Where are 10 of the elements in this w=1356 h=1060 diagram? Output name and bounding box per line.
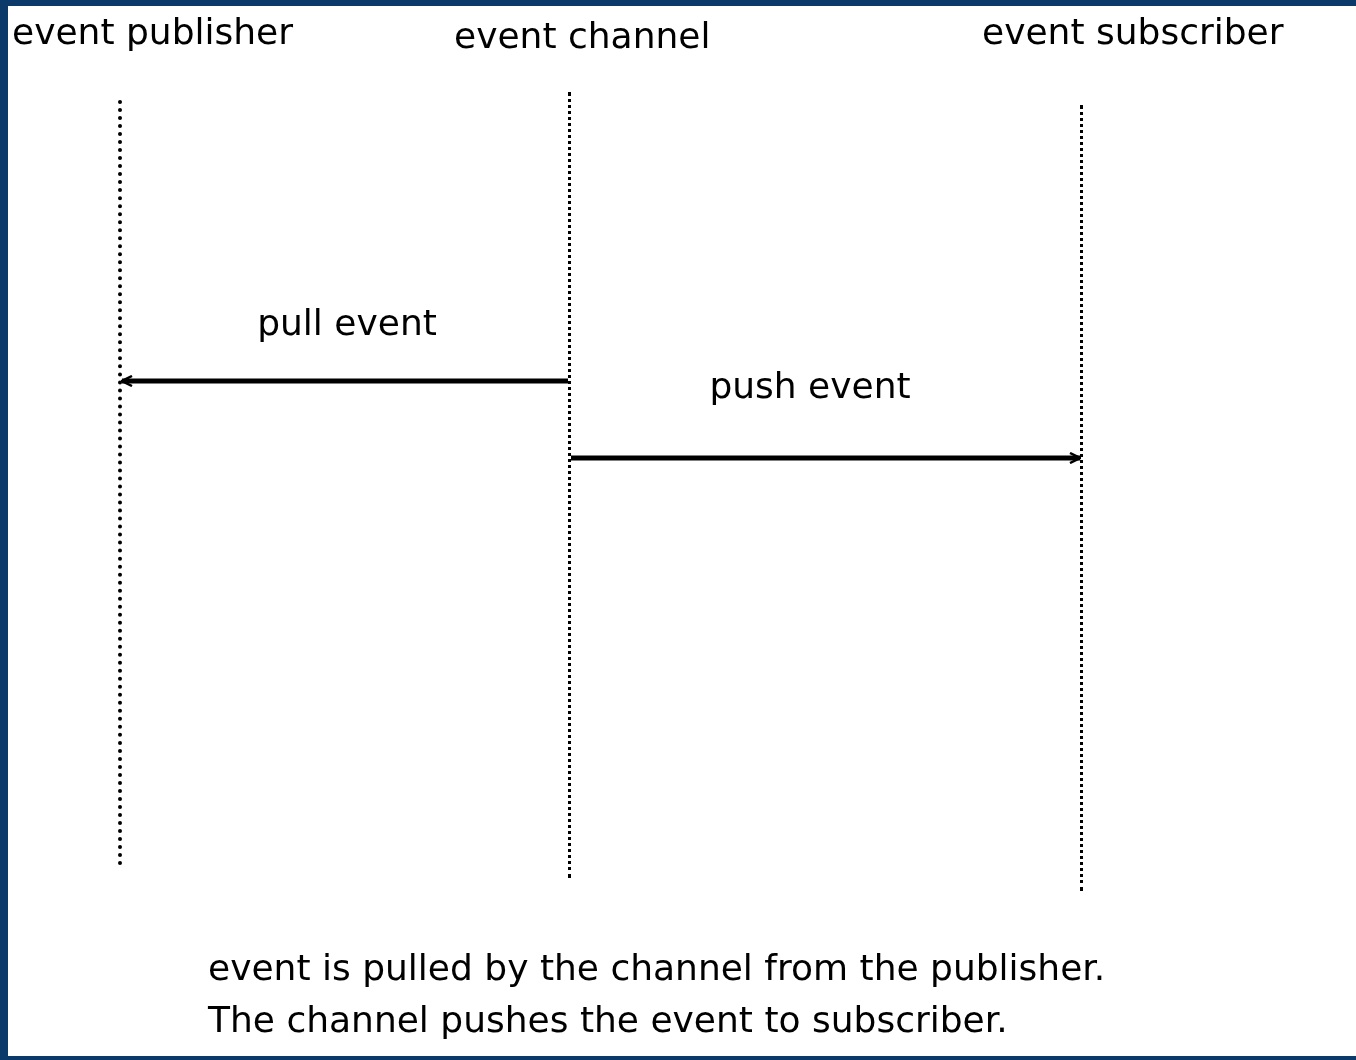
arrow [120,374,568,388]
lifeline-label: event publisher [12,14,294,50]
lifeline [568,92,571,878]
lifeline-label: event channel [454,18,711,54]
lifeline-label: event subscriber [982,14,1284,50]
note-text: event is pulled by the channel from the publisher. [208,946,1106,990]
lifeline [1080,105,1083,891]
note-text: The channel pushes the event to subscriber. [208,998,1008,1042]
arrow [571,451,1082,465]
lifeline [118,100,122,866]
